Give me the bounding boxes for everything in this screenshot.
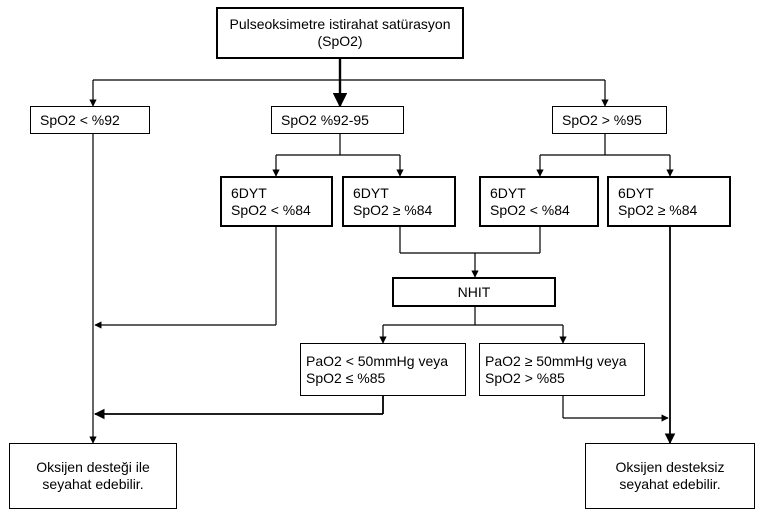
root-subtitle: (SpO2)	[317, 33, 363, 49]
test-mid-low-title: 6DYT	[231, 184, 267, 201]
spo2-high-label: SpO2 > %95	[562, 111, 642, 128]
nhit-box: NHIT	[392, 277, 556, 307]
root-title: Pulseoksimetre istirahat satürasyon	[229, 16, 451, 32]
test-high-high-value: SpO2 ≥ %84	[618, 201, 698, 218]
test-mid-low-box: 6DYT SpO2 < %84	[220, 176, 333, 227]
test-high-high-title: 6DYT	[618, 184, 654, 201]
test-mid-high-box: 6DYT SpO2 ≥ %84	[342, 176, 456, 227]
nhit-pass-box: PaO2 ≥ 50mmHg veya SpO2 > %85	[479, 343, 645, 396]
test-high-low-value: SpO2 < %84	[490, 201, 570, 218]
spo2-high-box: SpO2 > %95	[552, 106, 667, 134]
outcome-without-oxygen-box: Oksijen desteksiz seyahat edebilir.	[585, 443, 755, 509]
nhit-pass-line2: SpO2 > %85	[485, 369, 565, 386]
nhit-pass-line1: PaO2 ≥ 50mmHg veya	[485, 352, 627, 369]
test-high-low-title: 6DYT	[490, 184, 526, 201]
nhit-fail-box: PaO2 < 50mmHg veya SpO2 ≤ %85	[300, 343, 466, 396]
outcome-with-oxygen-line1: Oksijen desteği ile	[36, 459, 150, 475]
spo2-low-label: SpO2 < %92	[40, 111, 120, 128]
spo2-mid-label: SpO2 %92-95	[281, 111, 369, 128]
outcome-with-oxygen-box: Oksijen desteği ile seyahat edebilir.	[9, 443, 177, 509]
nhit-fail-line1: PaO2 < 50mmHg veya	[306, 352, 449, 369]
nhit-fail-line2: SpO2 ≤ %85	[306, 369, 386, 386]
test-mid-high-title: 6DYT	[353, 184, 389, 201]
test-mid-low-value: SpO2 < %84	[231, 201, 311, 218]
test-high-high-box: 6DYT SpO2 ≥ %84	[607, 176, 731, 227]
test-mid-high-value: SpO2 ≥ %84	[353, 201, 433, 218]
outcome-without-oxygen-line2: seyahat edebilir.	[619, 476, 721, 492]
nhit-label: NHIT	[457, 283, 491, 300]
spo2-low-box: SpO2 < %92	[30, 106, 150, 134]
test-high-low-box: 6DYT SpO2 < %84	[479, 176, 599, 227]
outcome-with-oxygen-line2: seyahat edebilir.	[42, 476, 144, 492]
root-box: Pulseoksimetre istirahat satürasyon (SpO…	[216, 7, 464, 59]
spo2-mid-box: SpO2 %92-95	[271, 106, 404, 134]
outcome-without-oxygen-line1: Oksijen desteksiz	[615, 459, 725, 475]
